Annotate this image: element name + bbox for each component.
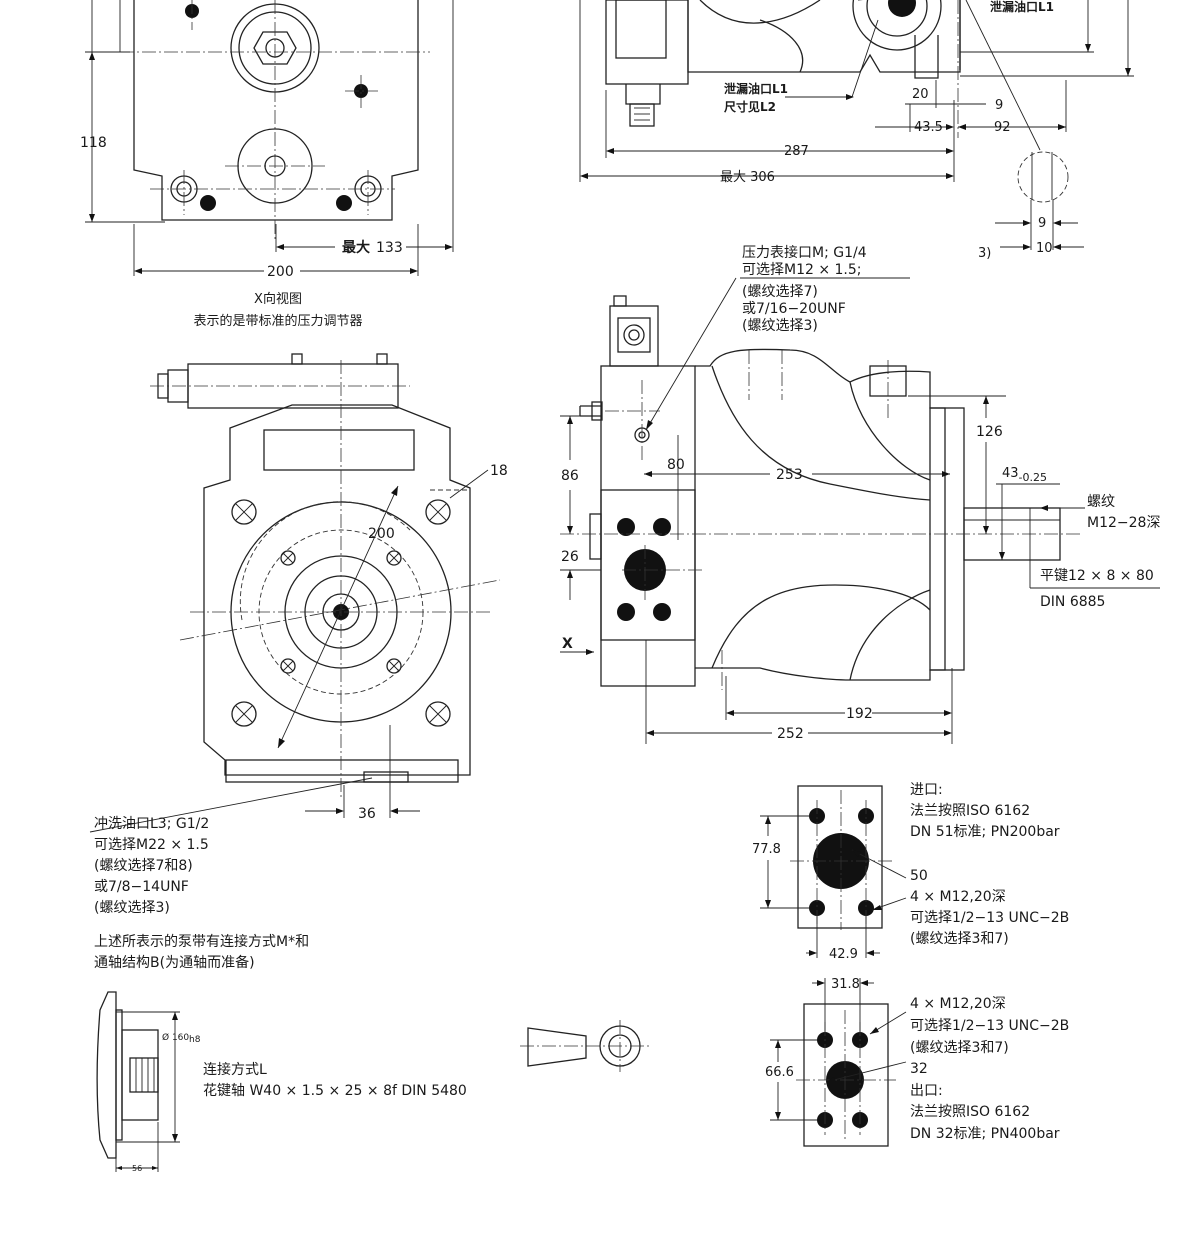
dim-92: 92 [994, 120, 1011, 135]
inlet-line6: 可选择1/2−13 UNC−2B [910, 910, 1069, 926]
outlet-line2: 可选择1/2−13 UNC−2B [910, 1018, 1069, 1034]
pump-note-line2: 通轴结构B(为通轴而准备) [94, 954, 255, 971]
shaft-dia: Ø 160 [162, 1032, 189, 1043]
dim-56: 56 [132, 1164, 142, 1173]
key-spec: 平键12 × 8 × 80 [1040, 568, 1154, 584]
dim-252: 252 [777, 726, 804, 742]
side-view-drawing [560, 277, 1160, 744]
dim-77-8: 77.8 [752, 842, 781, 857]
inlet-flange-drawing [760, 785, 907, 958]
dim-18: 18 [490, 463, 508, 479]
dim-43: 43-0.25 [1002, 466, 1047, 484]
inlet-line2: 法兰按照ISO 6162 [910, 803, 1030, 819]
dim-80: 80 [667, 457, 685, 473]
outlet-line1: 4 × M12,20深 [910, 996, 1006, 1012]
dim-36: 36 [358, 806, 376, 822]
dim-66-6: 66.6 [765, 1065, 794, 1080]
dim-126: 126 [976, 424, 1003, 440]
shaft-l-line1: 连接方式L [203, 1061, 267, 1078]
dim-118: 118 [80, 135, 107, 151]
x-direction-label: X [562, 636, 573, 652]
x-view-title: X向视图 [254, 291, 302, 307]
inlet-line5: 4 × M12,20深 [910, 889, 1006, 905]
dim-43-tolerance: -0.25 [1019, 471, 1047, 484]
inlet-line1: 进口: [910, 782, 943, 798]
dim-max-306: 最大 306 [720, 170, 775, 185]
dim-200-circle: 200 [368, 526, 395, 542]
dim-max-133: 133 [376, 240, 403, 256]
dim-43-value: 43 [1002, 466, 1019, 481]
inlet-line3: DN 51标准; PN200bar [910, 824, 1060, 840]
thread-spec: M12−28深 [1087, 515, 1160, 531]
dim-10-detail: 10 [1036, 241, 1053, 256]
dim-9-detail: 9 [1038, 216, 1046, 231]
x-view-drawing [89, 353, 501, 833]
outlet-line4: 32 [910, 1061, 928, 1077]
dim-26: 26 [561, 549, 579, 565]
outlet-line3: (螺纹选择3和7) [910, 1040, 1009, 1056]
inlet-line7: (螺纹选择3和7) [910, 931, 1009, 947]
thread-label: 螺纹 [1087, 494, 1115, 510]
flush-port-line4: 或7/8−14UNF [94, 879, 189, 895]
dim-200-top: 200 [267, 264, 294, 280]
dim-192: 192 [846, 706, 873, 722]
dim-max-label: 最大 [342, 239, 370, 256]
note-3: 3) [978, 246, 991, 261]
shaft-l-drawing [96, 991, 180, 1172]
pump-note-line1: 上述所表示的泵带有连接方式M*和 [94, 933, 309, 950]
dim-42-9: 42.9 [829, 947, 858, 962]
shaft-dia-fit: h8 [189, 1035, 201, 1045]
gauge-port-line3: (螺纹选择7) [742, 284, 818, 300]
flush-port-line1: 冲洗油口L3; G1/2 [94, 816, 209, 832]
dim-9-top: 9 [995, 98, 1003, 113]
gauge-port-line5: (螺纹选择3) [742, 318, 818, 334]
dim-86: 86 [561, 468, 579, 484]
leak-port-top-label: 泄漏油口L1 [990, 0, 1054, 14]
flush-port-line2: 可选择M22 × 1.5 [94, 837, 209, 853]
dim-31-8: 31.8 [831, 977, 860, 992]
flush-port-line5: (螺纹选择3) [94, 900, 170, 916]
dim-43-5: 43.5 [914, 120, 943, 135]
outlet-line7: DN 32标准; PN400bar [910, 1126, 1060, 1142]
flush-port-line3: (螺纹选择7和8) [94, 858, 193, 874]
leak-port-l1-label: 泄漏油口L1 [724, 81, 788, 96]
shaft-l-line2: 花键轴 W40 × 1.5 × 25 × 8f DIN 5480 [203, 1083, 467, 1099]
key-std: DIN 6885 [1040, 594, 1105, 610]
dim-253: 253 [776, 467, 803, 483]
inlet-line4: 50 [910, 868, 928, 884]
outlet-line5: 出口: [910, 1083, 943, 1099]
dim-20: 20 [912, 87, 929, 102]
top-right-side-view [579, 0, 1134, 250]
outlet-flange-drawing [770, 978, 907, 1147]
gauge-port-line1: 压力表接口M; G1/4 [742, 244, 867, 261]
taper-projection-symbol [520, 1020, 650, 1072]
gauge-port-line2: 可选择M12 × 1.5; [742, 262, 862, 278]
leak-port-l2-note: 尺寸见L2 [724, 99, 776, 114]
outlet-line6: 法兰按照ISO 6162 [910, 1104, 1030, 1120]
top-left-front-view [85, 0, 454, 276]
x-view-subtitle: 表示的是带标准的压力调节器 [193, 313, 362, 329]
dim-287: 287 [784, 144, 809, 159]
gauge-port-line4: 或7/16−20UNF [742, 301, 846, 317]
